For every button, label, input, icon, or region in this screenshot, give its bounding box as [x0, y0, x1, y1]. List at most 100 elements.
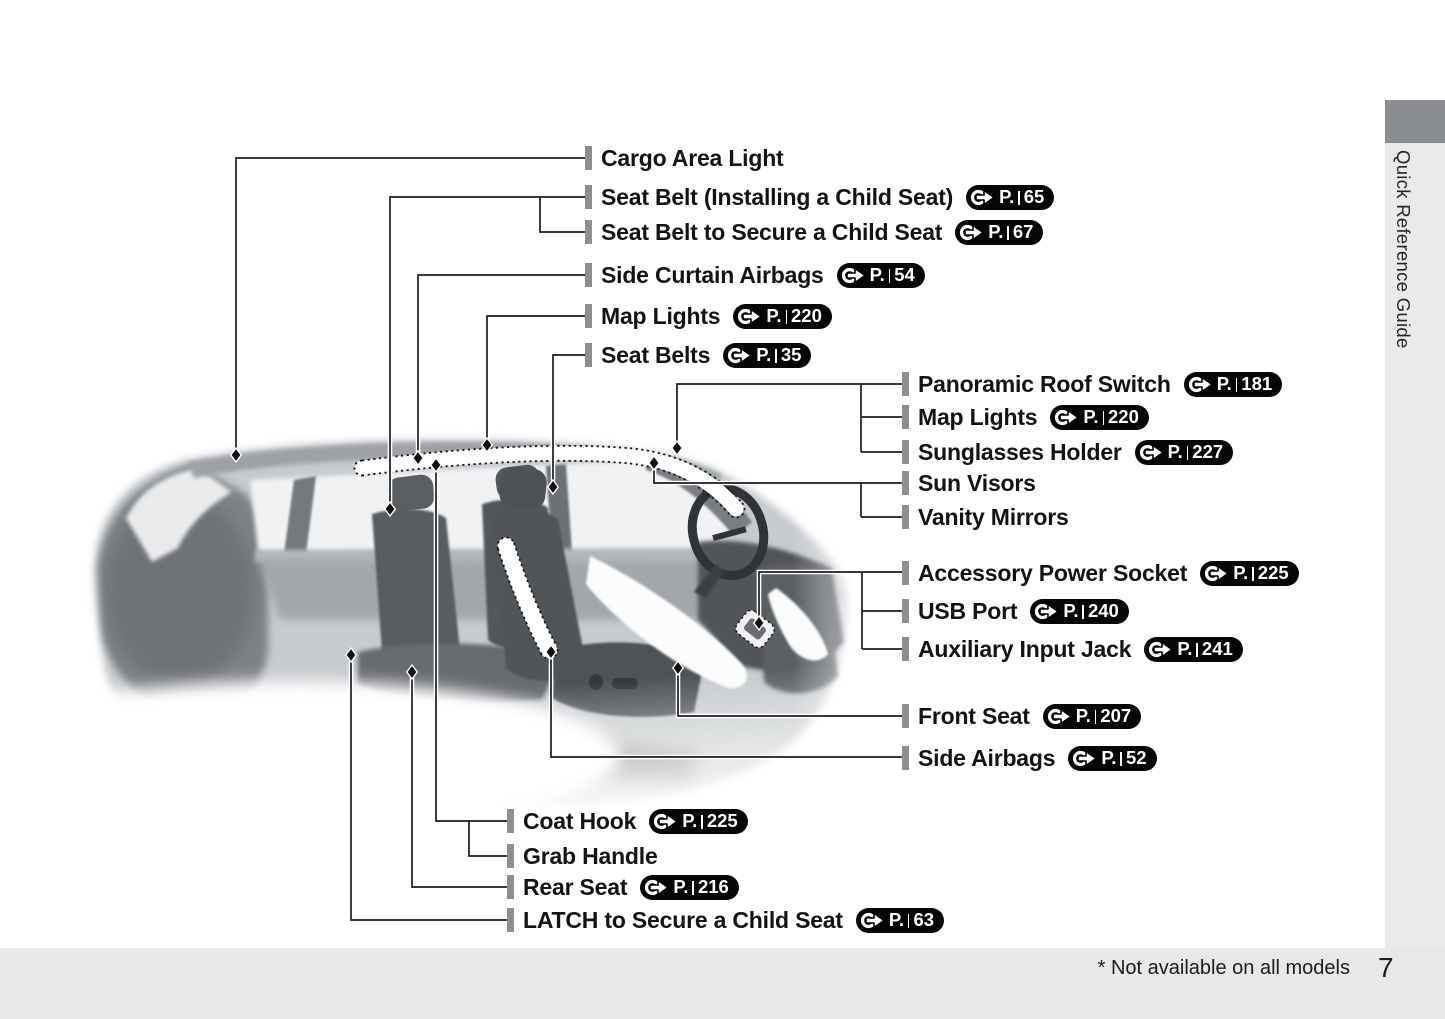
- badge-separator: [785, 309, 787, 324]
- footnote-text: * Not available on all models: [1097, 957, 1350, 979]
- page-arrow-icon: [1035, 603, 1060, 619]
- page-ref-badge[interactable]: P.220: [733, 303, 832, 329]
- page-ref-badge[interactable]: P. 225: [1200, 560, 1299, 586]
- page-ref-badge[interactable]: P. 227: [1134, 439, 1234, 465]
- callout-label: Seat Belts: [601, 341, 711, 368]
- page-number-ref: 225: [706, 809, 738, 831]
- callout-vanity-mirrors: Vanity Mirrors: [902, 503, 1069, 531]
- callout-label: Coat Hook: [523, 807, 637, 834]
- page-ref-badge[interactable]: P. 181: [1183, 371, 1283, 397]
- page-prefix: P.: [1233, 561, 1249, 583]
- label-tick: [902, 637, 909, 661]
- callout-label: Sun Visors: [918, 469, 1036, 496]
- page-ref-badge[interactable]: P.241: [1144, 636, 1243, 662]
- badge-separator: [701, 814, 703, 829]
- callout-cargo-area-light: Cargo Area Light: [585, 144, 784, 172]
- callout-side-airbags: Side Airbags P.52: [902, 744, 1157, 772]
- page-arrow-icon: [1055, 409, 1080, 425]
- label-tick: [585, 304, 592, 328]
- sidebar-chapter-title: Quick Reference Guide: [1393, 150, 1414, 349]
- label-tick: [507, 875, 514, 899]
- accessory-socket-outline: [735, 609, 775, 649]
- callout-map-lights-rear: Map Lights P.220: [585, 302, 832, 330]
- page-ref-badge[interactable]: P.216: [640, 874, 739, 900]
- page-ref-badge[interactable]: P.63: [855, 907, 945, 933]
- badge-separator: [1196, 642, 1198, 657]
- page-ref-badge[interactable]: P.35: [723, 342, 812, 368]
- page-number-ref: 241: [1201, 637, 1233, 659]
- page-prefix: P.: [1167, 440, 1183, 462]
- label-tick: [585, 343, 592, 367]
- label-tick: [585, 146, 592, 170]
- callout-seat-belt-installing-child-seat: Seat Belt (Installing a Child Seat) P.65: [585, 183, 1055, 211]
- page-ref-badge[interactable]: P.220: [1050, 404, 1149, 430]
- page-arrow-icon: [1188, 376, 1213, 392]
- page-prefix: P.: [999, 185, 1015, 207]
- label-tick: [902, 505, 909, 529]
- callout-sunglasses-holder: Sunglasses Holder P.227: [902, 438, 1234, 466]
- page-prefix: P.: [673, 875, 689, 897]
- page-arrow-icon: [1139, 444, 1164, 460]
- page-prefix: P.: [1216, 372, 1232, 394]
- page-ref-badge[interactable]: P.240: [1030, 598, 1129, 624]
- label-tick: [902, 471, 909, 495]
- callout-latch-secure-child-seat: LATCH to Secure a Child Seat P.63: [507, 906, 945, 934]
- callout-accessory-power-socket: Accessory Power Socket P. 225: [902, 559, 1299, 587]
- badge-separator: [1252, 566, 1254, 581]
- callout-label: Front Seat: [918, 702, 1030, 729]
- badge-separator: [1018, 190, 1020, 205]
- page-number-ref: 181: [1241, 372, 1273, 394]
- page-number-ref: 220: [791, 304, 822, 326]
- leader-lines: [233, 155, 905, 923]
- page-ref-badge[interactable]: P.52: [1068, 745, 1157, 771]
- page-arrow-icon: [1205, 565, 1229, 581]
- callout-coat-hook: Coat Hook P. 225: [507, 807, 748, 835]
- page-prefix: P.: [682, 809, 698, 831]
- page-arrow-icon: [1073, 750, 1098, 766]
- page-number-ref: 207: [1100, 704, 1132, 726]
- label-tick: [507, 809, 514, 833]
- page-ref-badge[interactable]: P. 225: [649, 808, 748, 834]
- page-number-ref: 220: [1108, 405, 1139, 427]
- badge-separator: [1120, 751, 1122, 766]
- page-number-ref: 225: [1257, 561, 1289, 583]
- callout-label: USB Port: [918, 597, 1018, 624]
- callout-sun-visors: Sun Visors: [902, 469, 1036, 497]
- page-prefix: P.: [888, 908, 904, 930]
- page-ref-badge[interactable]: P.54: [836, 262, 925, 288]
- callout-grab-handle: Grab Handle: [507, 842, 658, 870]
- page-ref-badge[interactable]: P.207: [1042, 703, 1142, 729]
- page-number-ref: 67: [1012, 220, 1034, 242]
- sidebar-strip: [1385, 143, 1445, 948]
- callout-label: Accessory Power Socket: [918, 559, 1188, 586]
- page-prefix: P.: [988, 220, 1004, 242]
- callout-rear-seat: Rear Seat P.216: [507, 873, 739, 901]
- callout-seat-belts: Seat Belts P.35: [585, 341, 812, 369]
- label-tick: [902, 405, 909, 429]
- badge-separator: [907, 913, 910, 928]
- label-tick: [902, 599, 909, 623]
- pointer-diamonds: [229, 436, 766, 681]
- badge-separator: [888, 268, 891, 283]
- page-number-ref: 240: [1087, 599, 1119, 621]
- callout-label: Side Curtain Airbags: [601, 261, 824, 288]
- label-tick: [902, 704, 909, 728]
- page-arrow-icon: [860, 912, 885, 928]
- page-footer: * Not available on all models 7: [0, 948, 1445, 1019]
- callout-label: Rear Seat: [523, 873, 628, 900]
- label-tick: [902, 372, 909, 396]
- label-tick: [902, 561, 909, 585]
- page-ref-badge[interactable]: P. 67: [955, 219, 1044, 245]
- callout-label: Cargo Area Light: [601, 144, 784, 171]
- label-tick: [585, 185, 592, 209]
- callout-auxiliary-input-jack: Auxiliary Input Jack P.241: [902, 635, 1243, 663]
- badge-separator: [1094, 709, 1097, 724]
- page-number-ref: 227: [1192, 440, 1224, 462]
- page-arrow-icon: [960, 224, 985, 240]
- page-ref-badge[interactable]: P.65: [966, 184, 1055, 210]
- label-tick: [902, 440, 909, 464]
- page-arrow-icon: [1149, 641, 1174, 657]
- badge-separator: [775, 348, 777, 363]
